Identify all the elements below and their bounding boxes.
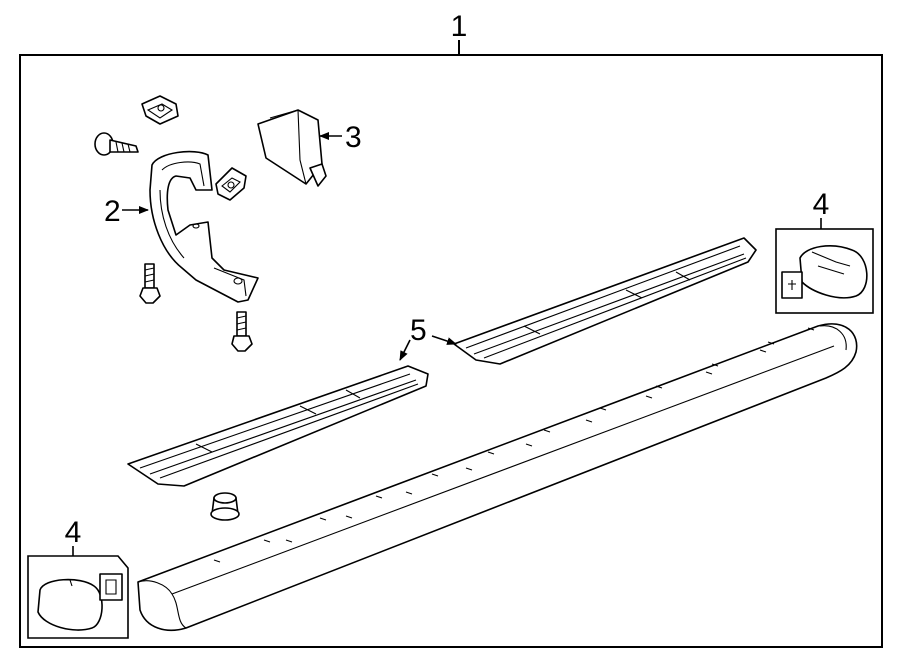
bolt-center <box>231 311 253 352</box>
step-pad-leader-rear <box>431 335 457 345</box>
bracket-cap <box>257 109 327 187</box>
step-pad-front <box>127 365 429 487</box>
callout-4-right: 4 <box>813 188 830 221</box>
screw-upper <box>94 132 139 156</box>
mounting-bracket <box>149 150 259 303</box>
callout-3: 3 <box>345 121 362 154</box>
end-cap-right <box>781 245 868 299</box>
callout-2: 2 <box>104 195 121 228</box>
diagram-frame <box>19 54 883 648</box>
board-hole-marks <box>213 327 815 563</box>
step-pad-leader-front <box>399 339 411 361</box>
clip-nut-upper <box>141 95 179 125</box>
grommet <box>210 492 240 521</box>
bolt-left <box>139 263 161 304</box>
running-board <box>137 323 858 632</box>
callout-4-left: 4 <box>65 516 82 549</box>
step-pad-rear <box>453 237 757 365</box>
clip-nut-lower <box>215 167 247 201</box>
callout-1: 1 <box>451 10 468 43</box>
callout-5: 5 <box>410 314 427 347</box>
end-cap-left <box>37 573 123 631</box>
